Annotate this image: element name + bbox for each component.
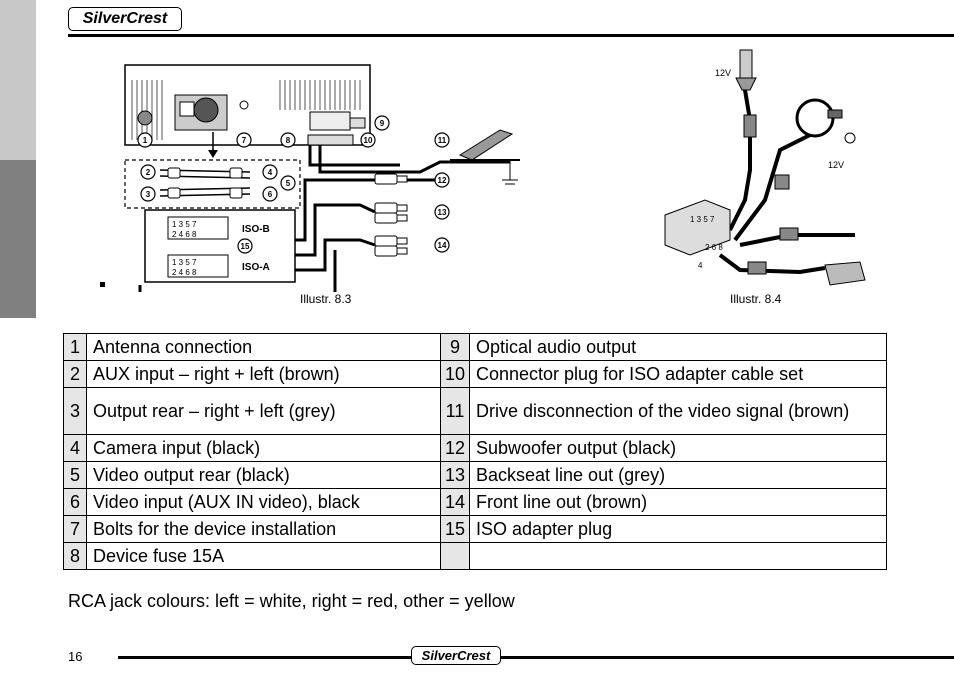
callout-2: 2: [146, 168, 151, 177]
legend-description: Video output rear (black): [86, 461, 441, 489]
legend-description: Camera input (black): [86, 434, 441, 462]
legend-description: Device fuse 15A: [86, 542, 441, 570]
legend-number: 14: [440, 488, 470, 516]
caption-illustr-8-4: Illustr. 8.4: [730, 292, 782, 306]
legend-number: 15: [440, 515, 470, 543]
pin-4-label: 4: [698, 261, 703, 270]
legend-number: 5: [63, 461, 87, 489]
legend-number: 11: [440, 387, 470, 435]
footer-rule: [118, 656, 954, 659]
legend-description: Video input (AUX IN video), black: [86, 488, 441, 516]
table-row: 4 Camera input (black) 12 Subwoofer outp…: [63, 434, 887, 462]
callout-9: 9: [380, 119, 385, 128]
wiring-diagram-8-4: 12V 12V 1 3 5 7 2 6 8 4: [664, 49, 866, 286]
connection-legend-table: 1 Antenna connection 9 Optical audio out…: [63, 333, 887, 570]
legend-number: 9: [440, 333, 470, 361]
legend-description: Antenna connection: [86, 333, 441, 361]
legend-description: Bolts for the device installation: [86, 515, 441, 543]
callout-15: 15: [241, 242, 250, 251]
legend-number: 12: [440, 434, 470, 462]
table-row: 7 Bolts for the device installation 15 I…: [63, 515, 887, 543]
callout-12: 12: [438, 176, 447, 185]
callout-11: 11: [438, 136, 447, 145]
legend-number: 2: [63, 360, 87, 388]
side-tab-dark: [0, 160, 36, 318]
side-tab-light: [0, 0, 36, 160]
bullet-mark: [100, 282, 105, 287]
legend-number: 10: [440, 360, 470, 388]
table-row: 3 Output rear – right + left (grey) 11 D…: [63, 387, 887, 435]
wiring-diagram-8-3: 1 3 5 7 2 4 6 8 1 3 5 7 2 4 6 8 ISO-B IS…: [124, 64, 520, 292]
legend-description: Optical audio output: [469, 333, 887, 361]
callout-1: 1: [143, 136, 148, 145]
table-row: 1 Antenna connection 9 Optical audio out…: [63, 333, 887, 361]
table-row: 2 AUX input – right + left (brown) 10 Co…: [63, 360, 887, 388]
legend-description: Drive disconnection of the video signal …: [469, 387, 887, 435]
legend-number: 8: [63, 542, 87, 570]
iso-a-pins-row-2: 2 4 6 8: [172, 268, 197, 277]
brand-logo-header: SilverCrest: [68, 7, 182, 31]
caption-illustr-8-3: Illustr. 8.3: [300, 292, 352, 306]
page-number: 16: [68, 649, 83, 664]
legend-description: AUX input – right + left (brown): [86, 360, 441, 388]
legend-description: Subwoofer output (black): [469, 434, 887, 462]
pins-top-label: 1 3 5 7: [690, 215, 715, 224]
header-rule: [68, 34, 954, 37]
callout-14: 14: [438, 241, 447, 250]
legend-number: 7: [63, 515, 87, 543]
legend-description: [469, 542, 887, 570]
legend-description: Backseat line out (grey): [469, 461, 887, 489]
table-row: 8 Device fuse 15A: [63, 542, 887, 570]
brand-logo-footer: SilverCrest: [411, 646, 501, 665]
iso-b-pins-row-2: 2 4 6 8: [172, 230, 197, 239]
callout-3: 3: [146, 190, 151, 199]
callout-6: 6: [268, 190, 273, 199]
legend-number: 13: [440, 461, 470, 489]
legend-description: Front line out (brown): [469, 488, 887, 516]
legend-description: Output rear – right + left (grey): [86, 387, 441, 435]
table-row: 6 Video input (AUX IN video), black 14 F…: [63, 488, 887, 516]
iso-a-label: ISO-A: [242, 262, 270, 273]
voltage-label-1: 12V: [715, 68, 731, 78]
callout-8: 8: [286, 136, 291, 145]
legend-number: [440, 542, 470, 570]
legend-number: 3: [63, 387, 87, 435]
table-row: 5 Video output rear (black) 13 Backseat …: [63, 461, 887, 489]
legend-number: 1: [63, 333, 87, 361]
legend-number: 6: [63, 488, 87, 516]
callout-13: 13: [438, 208, 447, 217]
pins-bottom-label: 2 6 8: [705, 243, 723, 252]
legend-number: 4: [63, 434, 87, 462]
rca-colour-note: RCA jack colours: left = white, right = …: [68, 591, 515, 611]
legend-description: ISO adapter plug: [469, 515, 887, 543]
iso-b-pins-row-1: 1 3 5 7: [172, 220, 197, 229]
voltage-label-2: 12V: [828, 160, 844, 170]
callout-5: 5: [286, 179, 291, 188]
callout-10: 10: [364, 136, 373, 145]
iso-b-label: ISO-B: [242, 224, 270, 235]
legend-description: Connector plug for ISO adapter cable set: [469, 360, 887, 388]
callout-7: 7: [242, 136, 247, 145]
callout-4: 4: [268, 168, 273, 177]
iso-a-pins-row-1: 1 3 5 7: [172, 258, 197, 267]
